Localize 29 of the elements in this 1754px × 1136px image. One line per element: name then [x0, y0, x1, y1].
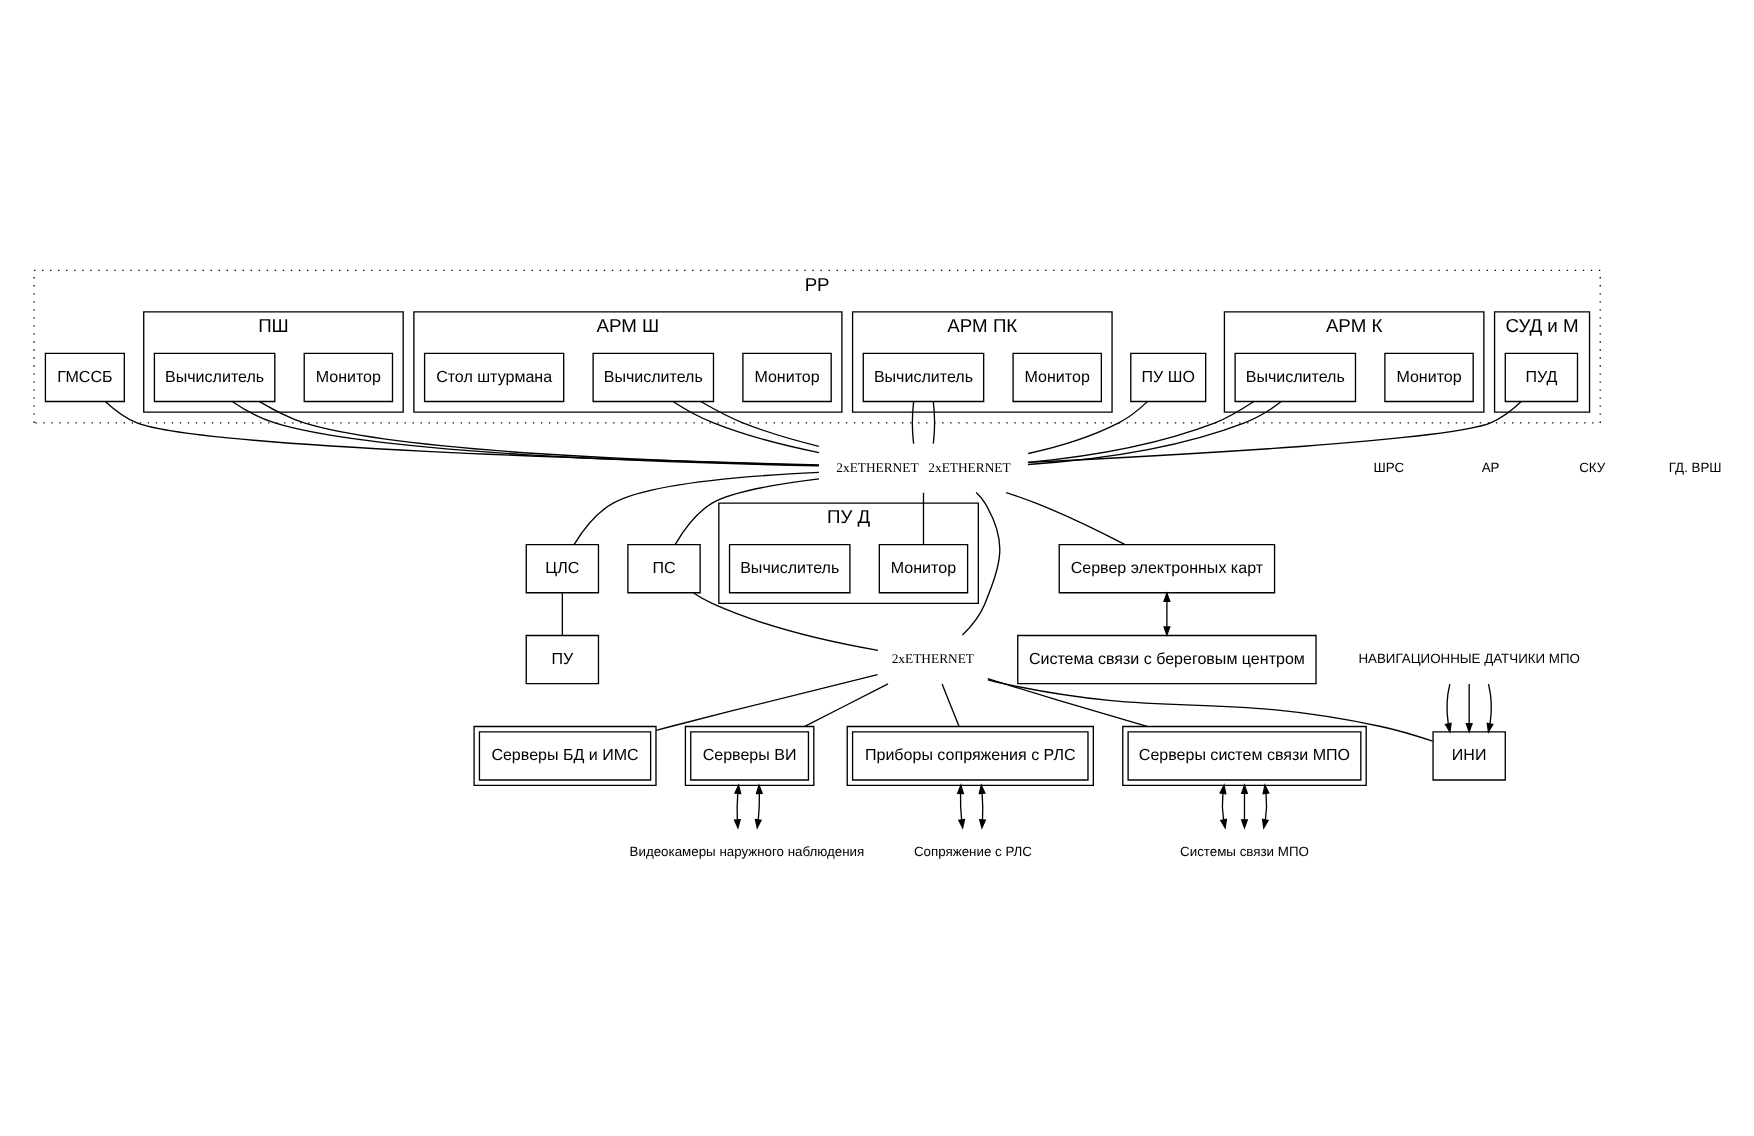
arrow — [1443, 683, 1451, 734]
arrow — [1464, 683, 1472, 734]
connector — [560, 592, 562, 636]
connector — [931, 401, 935, 445]
arrow — [732, 783, 741, 830]
connector — [803, 683, 888, 728]
connector — [910, 401, 914, 445]
arrow — [1260, 783, 1269, 830]
connector — [960, 491, 1000, 636]
arrow — [753, 783, 763, 830]
arrow — [1239, 783, 1248, 830]
connector — [921, 492, 924, 545]
connector — [1004, 491, 1125, 546]
connector — [103, 401, 819, 466]
connector — [1026, 400, 1148, 455]
arrow — [1218, 783, 1227, 830]
connector — [671, 400, 819, 454]
connector — [691, 592, 878, 651]
connector — [673, 478, 819, 545]
arrow — [955, 783, 965, 830]
connector — [654, 673, 878, 731]
connector — [986, 679, 1433, 742]
connector — [699, 400, 819, 447]
connector — [940, 683, 959, 728]
arrow — [977, 783, 986, 830]
connector — [986, 678, 1147, 728]
arrow — [1485, 683, 1493, 734]
connector — [572, 471, 819, 546]
arrow — [1162, 591, 1170, 637]
